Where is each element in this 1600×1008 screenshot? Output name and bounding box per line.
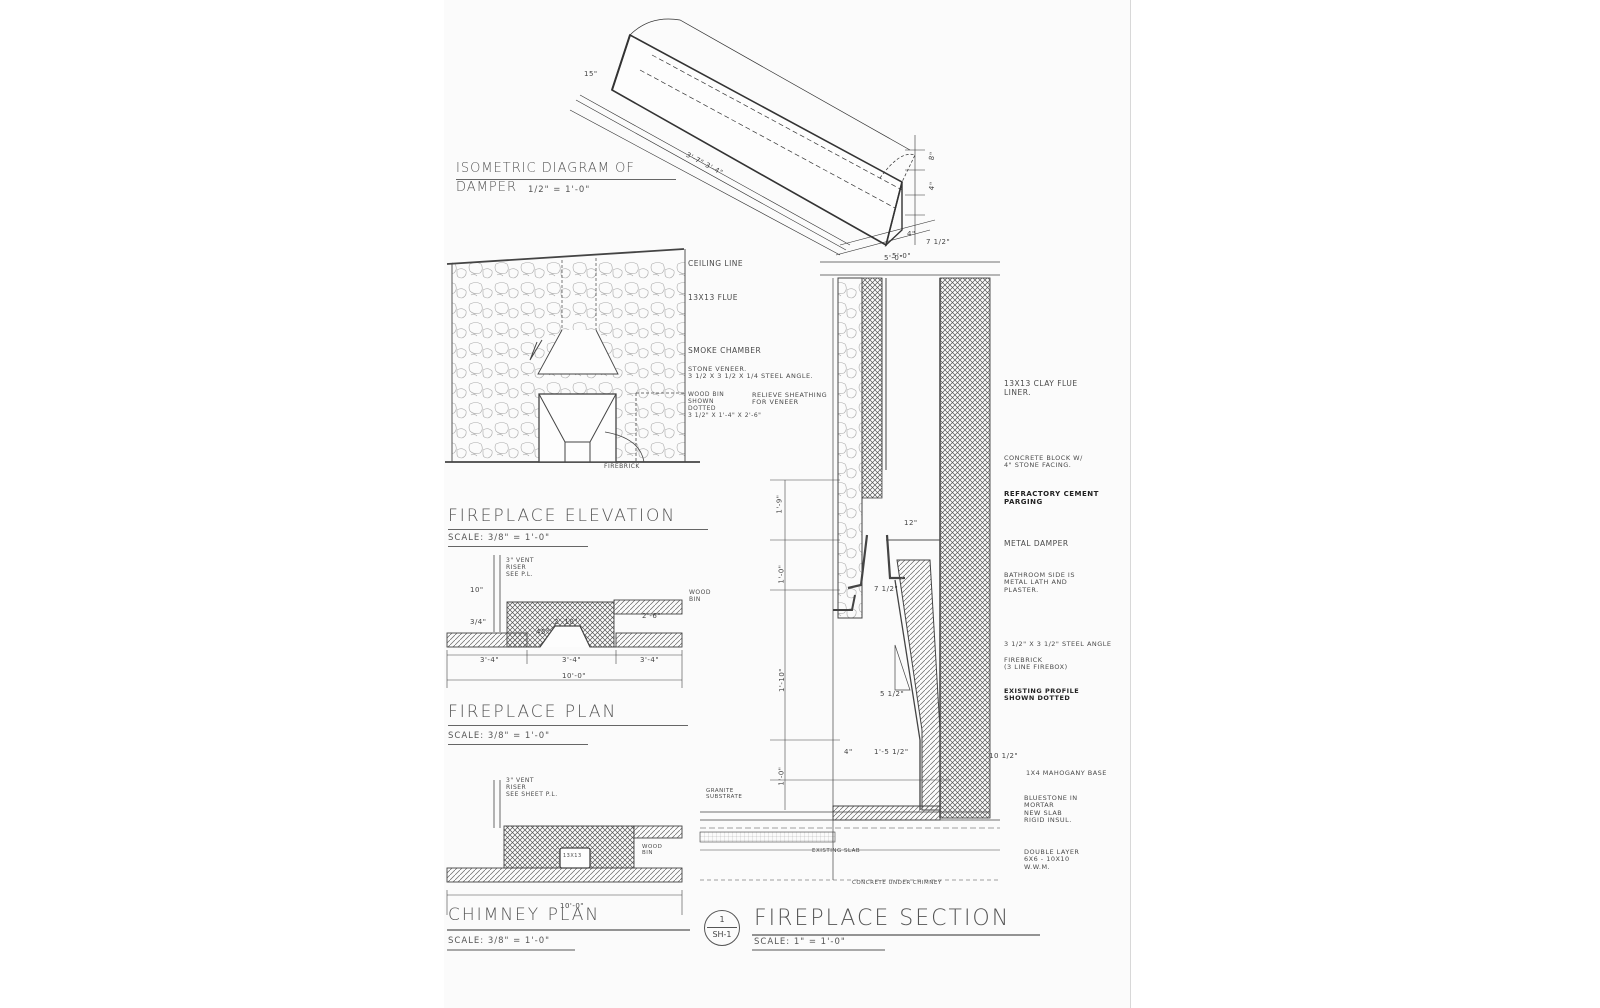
section-title: FIREPLACE SECTION: [754, 906, 1011, 931]
plan-hearth-dim: 2'-10": [554, 618, 579, 626]
section-detail-bubble: 1 SH-1: [704, 910, 740, 946]
section-damper-width: 12": [904, 519, 918, 527]
section-note-bathroom-side: BATHROOM SIDE IS METAL LATH AND PLASTER.: [1004, 571, 1075, 594]
drawing-sheet: ISOMETRIC DIAGRAM of DAMPER 1/2" = 1'-0"…: [444, 0, 1131, 1008]
chimney-vent-note: 3" VENT RISER SEE SHEET P.L.: [506, 777, 558, 798]
drawing-linework: [445, 18, 1040, 951]
plan-angle-dim: 45°: [536, 628, 550, 636]
fireplace-elevation-drawing: [445, 248, 700, 463]
chimney-flue-label: 13x13: [563, 853, 582, 859]
plan-right-dim: 3'-4": [640, 656, 660, 664]
section-existing-slab: EXISTING SLAB: [812, 848, 861, 854]
elevation-note-relieve-sheathing: RELIEVE SHEATHING FOR VENEER: [752, 391, 828, 407]
section-hearth-note: GRANITE SUBSTRATE: [706, 788, 743, 801]
elevation-note-ceiling: CEILING LINE: [688, 259, 744, 268]
sheet-reference: SH-1: [712, 930, 732, 939]
elevation-firebrick-label: FIREBRICK: [604, 463, 640, 470]
detail-number: 1: [719, 915, 725, 924]
section-dim-v6: 1'-0": [777, 766, 786, 786]
section-dim-v1: 1'-9": [775, 494, 784, 514]
plan-wood-bin: WOOD BIN: [689, 589, 711, 603]
section-note-bluestone: BLUESTONE IN MORTAR NEW SLAB RIGID INSUL…: [1024, 794, 1078, 825]
section-dim-h2: 1'-5 1/2": [874, 748, 909, 756]
section-note-flue-liner: 13x13 CLAY FLUE LINER.: [1004, 379, 1078, 397]
section-note-refractory: REFRACTORY CEMENT PARGING: [1004, 490, 1099, 507]
section-concrete-under-chimney: CONCRETE UNDER CHIMNEY: [852, 880, 942, 886]
section-lintel-dim: 7 1/2": [874, 585, 899, 593]
section-dim-v5: 1'-10": [777, 668, 786, 693]
isometric-title-line1: ISOMETRIC DIAGRAM of: [456, 161, 676, 180]
elevation-scale: SCALE: 3/8" = 1'-0": [448, 533, 588, 547]
plan-overall-dim: 10'-0": [562, 672, 587, 680]
section-slope-run: 5 1/2": [880, 690, 905, 698]
elevation-note-wood-bin: WOOD BIN SHOWN DOTTED 3 1/2" x 1'-4" x 2…: [688, 391, 762, 419]
section-dim-h1: 4": [844, 748, 853, 756]
plan-bin-depth-dim: 2'-6": [642, 612, 662, 620]
chimney-plan-drawing: [446, 780, 683, 915]
plan-left-dim: 3'-4": [480, 656, 500, 664]
plan-title: FIREPLACE PLAN: [448, 702, 688, 726]
chimney-scale: SCALE: 3/8" = 1'-0": [448, 936, 551, 946]
elevation-note-flue: 13x13 FLUE: [688, 293, 738, 302]
isometric-left-height-dim: 15": [584, 70, 598, 78]
fireplace-plan-drawing: [446, 555, 683, 688]
section-dim-h3: 10 1/2": [989, 752, 1019, 760]
section-note-concrete-block: CONCRETE BLOCK W/ 4" STONE FACING.: [1004, 454, 1083, 470]
section-note-steel-angle: 3 1/2" x 3 1/2" STEEL ANGLE: [1004, 640, 1112, 648]
elevation-title: FIREPLACE ELEVATION: [448, 506, 708, 530]
section-note-metal-damper: METAL DAMPER: [1004, 539, 1069, 548]
plan-side-dim-a: 10": [470, 586, 484, 594]
isometric-scale: 1/2" = 1'-0": [528, 185, 591, 195]
isometric-title-line2: DAMPER: [456, 180, 517, 195]
chimney-wood-bin: WOOD BIN: [642, 844, 663, 857]
chimney-overall-dim: 10'-0": [560, 902, 585, 910]
section-note-mahogany-base: 1x4 MAHOGANY BASE: [1026, 769, 1107, 777]
isometric-damper-drawing: [569, 18, 936, 256]
elevation-note-smoke-chamber: SMOKE CHAMBER: [688, 346, 762, 355]
section-top-dim: 5'-0": [892, 252, 912, 260]
section-note-existing-profile: EXISTING PROFILE SHOWN DOTTED: [1004, 687, 1080, 703]
plan-side-dim-c: 3/4": [470, 618, 487, 626]
isometric-right-top-dim: 8": [927, 151, 938, 161]
section-note-firebrick: FIREBRICK (3 LINE FIREBOX): [1004, 656, 1068, 672]
plan-center-dim: 3'-4": [562, 656, 582, 664]
isometric-right-mid-dim: 4": [927, 181, 938, 191]
chimney-title: CHIMNEY PLAN: [448, 905, 601, 925]
bubble-divider: [707, 927, 737, 928]
fireplace-section-drawing: [699, 261, 1000, 881]
isometric-base-dim: 4": [907, 230, 916, 238]
section-note-wwm: DOUBLE LAYER 6x6 - 10x10 W.W.M.: [1024, 848, 1080, 871]
plan-scale: SCALE: 3/8" = 1'-0": [448, 731, 588, 745]
isometric-overall-dim: 5'-0": [884, 254, 904, 262]
plan-vent-note: 3" VENT RISER SEE P.L.: [506, 557, 535, 578]
section-dim-v4: 1'-0": [777, 564, 786, 584]
elevation-note-stone-veneer: STONE VENEER. 3 1/2 x 3 1/2 x 1/4 STEEL …: [688, 365, 814, 381]
section-scale: SCALE: 1" = 1'-0": [754, 937, 846, 947]
isometric-base-dim-c: 7 1/2": [926, 238, 951, 246]
